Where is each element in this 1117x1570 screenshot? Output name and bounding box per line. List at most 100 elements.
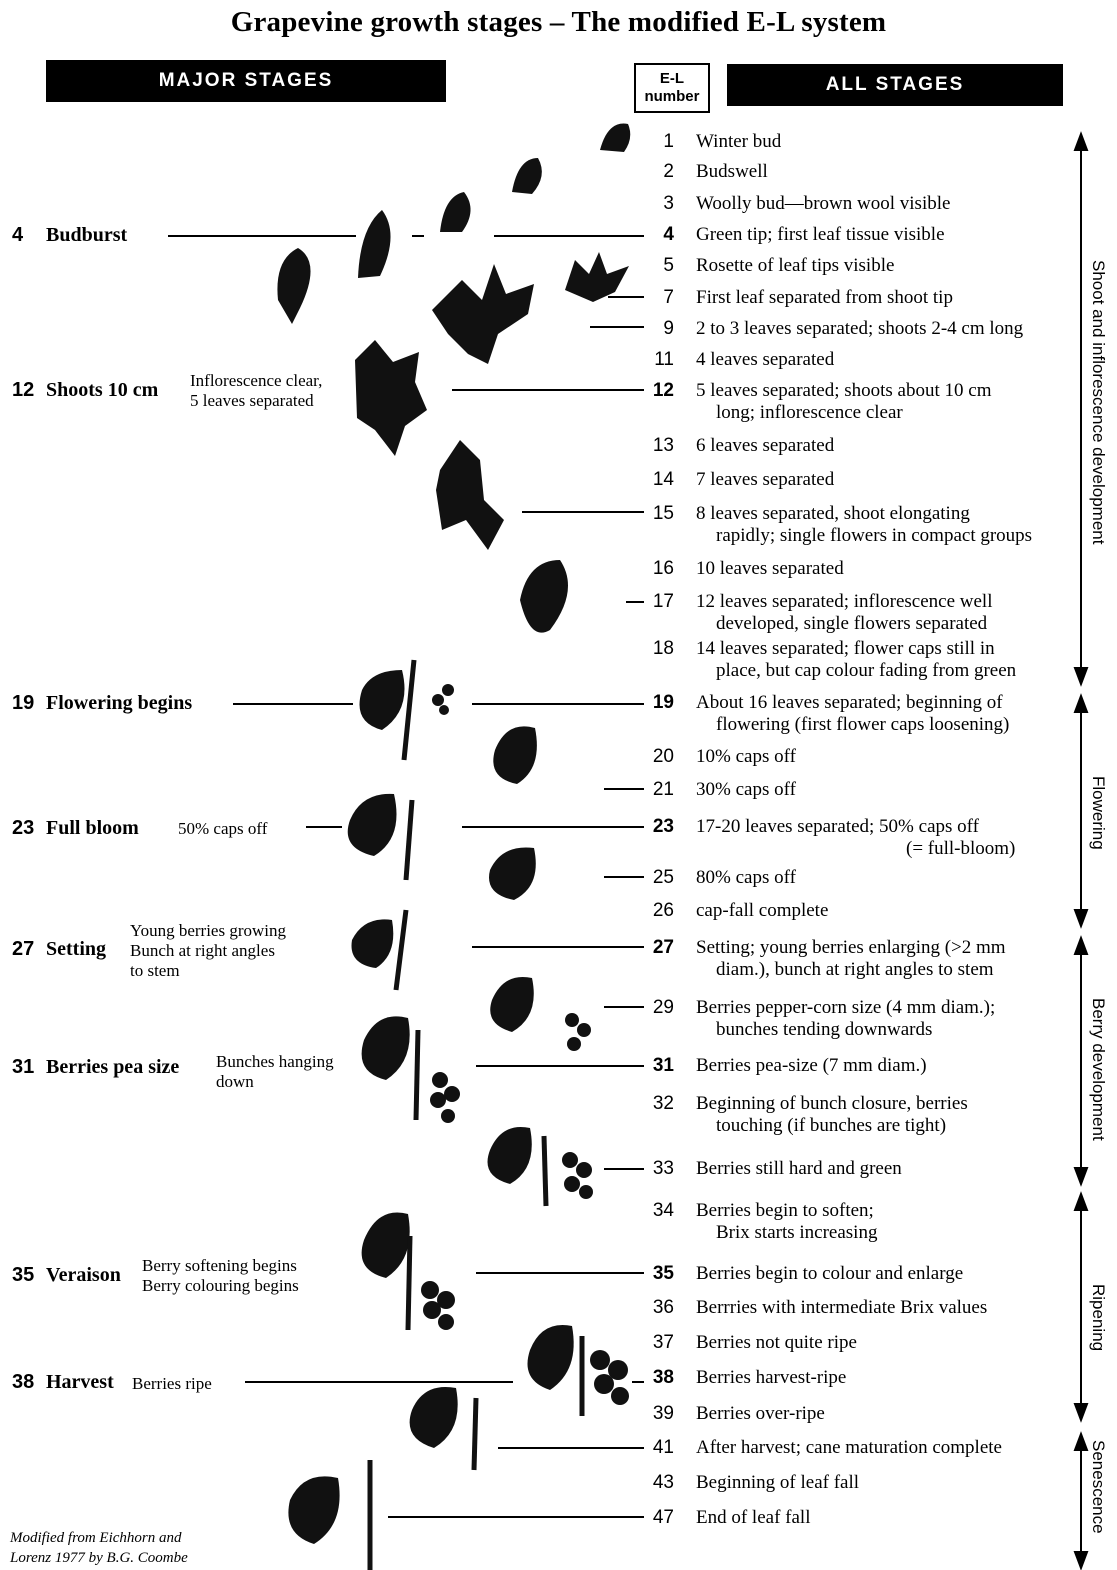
arrow-head-up xyxy=(1075,938,1087,954)
el-stage-number: 31 xyxy=(634,1055,674,1077)
leader-line xyxy=(498,1447,644,1449)
setting-leaf-illustration xyxy=(352,919,394,968)
leader-line xyxy=(245,1381,513,1383)
el-stage-text: Berries harvest-ripe xyxy=(696,1367,846,1388)
el-stage-number: 17 xyxy=(634,591,674,613)
el-stage-description: First leaf separated from shoot tip xyxy=(696,287,1076,309)
el-stage-text: Setting; young berries enlarging (>2 mm xyxy=(696,937,1006,958)
leader-line xyxy=(472,946,644,948)
leader-line xyxy=(168,235,356,237)
bud-sequence-illustration xyxy=(277,124,630,1544)
el-stage-text-continued: touching (if bunches are tight) xyxy=(696,1115,1076,1137)
el-stage-number: 35 xyxy=(634,1263,674,1285)
leader-line xyxy=(472,703,644,705)
el-stage-text: Berries not quite ripe xyxy=(696,1332,857,1353)
el-stage-text: 2 to 3 leaves separated; shoots 2-4 cm l… xyxy=(696,318,1023,339)
el-stage-number: 13 xyxy=(634,435,674,457)
el-stage-number: 19 xyxy=(634,692,674,714)
major-stage-name: Veraison xyxy=(46,1264,121,1286)
el-stage-description: Berries begin to colour and enlarge xyxy=(696,1263,1076,1285)
el-stage-text: Berries begin to colour and enlarge xyxy=(696,1263,963,1284)
el-stage-number: 7 xyxy=(634,287,674,309)
cap-fall-leaf-illustration xyxy=(489,847,536,900)
el-stage-number: 41 xyxy=(634,1437,674,1459)
major-stage-note: Young berries growingBunch at right angl… xyxy=(130,921,286,981)
el-stage-description: After harvest; cane maturation complete xyxy=(696,1437,1076,1459)
el-stage-number: 39 xyxy=(634,1403,674,1425)
bud-illustration-3 xyxy=(440,192,471,232)
harvest-leaf-illustration xyxy=(528,1325,574,1390)
el-stage-text: cap-fall complete xyxy=(696,900,828,921)
el-stage-description: 7 leaves separated xyxy=(696,469,1076,491)
el-stage-text: 30% caps off xyxy=(696,779,796,800)
el-stage-text-continued: (= full-bloom) xyxy=(696,838,1076,860)
el-stage-number: 27 xyxy=(634,937,674,959)
el-stage-text: First leaf separated from shoot tip xyxy=(696,287,953,308)
el-stage-text: 7 leaves separated xyxy=(696,469,834,490)
el-stage-number: 4 xyxy=(634,224,674,246)
el-stage-description: Winter bud xyxy=(696,131,1076,153)
el-stage-text: 14 leaves separated; flower caps still i… xyxy=(696,638,995,659)
el-stage-text: 4 leaves separated xyxy=(696,349,834,370)
el-stage-text: 12 leaves separated; inflorescence well xyxy=(696,591,992,612)
leader-line xyxy=(522,511,644,513)
el-stage-text-continued: long; inflorescence clear xyxy=(696,402,1076,424)
arrow-head-up xyxy=(1075,1194,1087,1210)
major-stage-pea-size: 31Berries pea size xyxy=(12,1056,179,1079)
el-stage-number: 36 xyxy=(634,1297,674,1319)
el-stage-text-continued: diam.), bunch at right angles to stem xyxy=(696,959,1076,981)
el-stage-description: 30% caps off xyxy=(696,779,1076,801)
el-stage-description: 12 leaves separated; inflorescence welld… xyxy=(696,591,1076,635)
el-stage-text: 10 leaves separated xyxy=(696,558,844,579)
el-stage-number: 21 xyxy=(634,779,674,801)
el-stage-number: 37 xyxy=(634,1332,674,1354)
el-stage-number: 26 xyxy=(634,900,674,922)
el-stage-text-continued: bunches tending downwards xyxy=(696,1019,1076,1041)
el-stage-number: 16 xyxy=(634,558,674,580)
source-footnote: Modified from Eichhorn and Lorenz 1977 b… xyxy=(10,1528,188,1568)
pea-size-leaf-illustration xyxy=(362,1016,410,1080)
el-stage-text: 6 leaves separated xyxy=(696,435,834,456)
grape-bunches-illustration xyxy=(421,684,629,1405)
el-stage-description: 10% caps off xyxy=(696,746,1076,768)
major-stage-full-bloom: 23Full bloom xyxy=(12,817,139,840)
el-stage-description: 6 leaves separated xyxy=(696,435,1076,457)
el-stage-text: Winter bud xyxy=(696,131,781,152)
el-stage-description: Berrries with intermediate Brix values xyxy=(696,1297,1076,1319)
el-stage-number: 38 xyxy=(634,1367,674,1389)
el-stage-description: 17-20 leaves separated; 50% caps off(= f… xyxy=(696,816,1076,860)
el-stage-text: Berrries with intermediate Brix values xyxy=(696,1297,987,1318)
el-stage-number: 12 xyxy=(634,380,674,402)
el-stage-description: Woolly bud—brown wool visible xyxy=(696,193,1076,215)
hard-green-leaf-illustration xyxy=(488,1127,532,1184)
el-stage-number: 23 xyxy=(634,816,674,838)
el-stage-description: End of leaf fall xyxy=(696,1507,1076,1529)
el-stage-text: After harvest; cane maturation complete xyxy=(696,1437,1002,1458)
major-stage-number: 38 xyxy=(12,1371,46,1394)
caps-off-leaf-illustration xyxy=(493,726,537,784)
el-stage-text: Berries over-ripe xyxy=(696,1403,825,1424)
el-stage-number: 14 xyxy=(634,469,674,491)
el-stage-number: 25 xyxy=(634,867,674,889)
el-stage-text: Beginning of leaf fall xyxy=(696,1472,859,1493)
major-stage-number: 27 xyxy=(12,938,46,961)
el-stage-description: Berries pepper-corn size (4 mm diam.);bu… xyxy=(696,997,1076,1041)
el-stage-number: 34 xyxy=(634,1200,674,1222)
major-stage-name: Full bloom xyxy=(46,817,139,839)
el-stage-description: 4 leaves separated xyxy=(696,349,1076,371)
major-stage-flowering: 19Flowering begins xyxy=(12,692,192,715)
cane-stems-illustration xyxy=(370,660,582,1570)
bud-illustration-5 xyxy=(277,248,310,324)
shoot-2-leaves-illustration xyxy=(432,264,534,364)
el-stage-text: Green tip; first leaf tissue visible xyxy=(696,224,945,245)
arrow-head-down xyxy=(1075,910,1087,926)
major-stage-number: 35 xyxy=(12,1264,46,1287)
rosette-illustration xyxy=(565,252,629,302)
arrow-head-down xyxy=(1075,668,1087,684)
leader-line xyxy=(462,826,644,828)
